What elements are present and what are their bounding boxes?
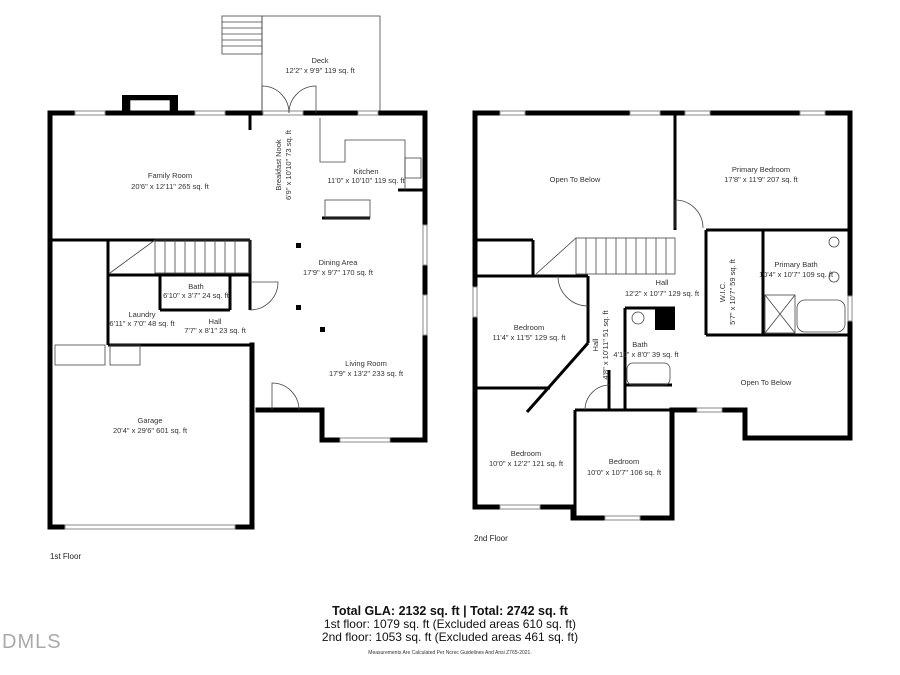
room-name: Laundry: [128, 310, 155, 319]
room-name: Primary Bedroom: [732, 165, 790, 174]
first-floor-area: 1st floor: 1079 sq. ft (Excluded areas 6…: [323, 617, 577, 631]
room-name: Living Room: [345, 359, 387, 368]
room-name: Dining Area: [319, 258, 359, 267]
room-name: Hall: [209, 317, 222, 326]
room-dimensions: 20'4" x 29'6" 601 sq. ft: [113, 426, 188, 435]
staircase: [535, 237, 676, 275]
floor-label: 1st Floor: [50, 552, 81, 561]
room-dimensions: 6'10" x 3'7" 24 sq. ft: [163, 291, 230, 300]
room-name: Primary Bath: [774, 260, 817, 269]
measurement-note: Measurements Are Calculated Per Ncrec Gu…: [368, 650, 532, 656]
room-name: Hall: [656, 278, 669, 287]
first-floor-plan: Deck 12'2" x 9'9" 119 sq. ft Family Room…: [47, 15, 428, 561]
second-floor-area: 2nd floor: 1053 sq. ft (Excluded areas 4…: [321, 630, 579, 644]
second-floor-plan: Open To Below Primary Bedroom 17'8" x 11…: [472, 110, 853, 543]
room-dimensions: 12'2" x 9'9" 119 sq. ft: [285, 66, 355, 75]
room-dimensions: 10'0" x 10'7" 106 sq. ft: [587, 468, 662, 477]
room-name: Family Room: [148, 171, 192, 180]
room-dimensions: 5'7" x 10'7" 59 sq. ft: [728, 258, 737, 325]
room-name: Kitchen: [353, 167, 378, 176]
floor-label: 2nd Floor: [474, 534, 508, 543]
room-dimensions: 20'6" x 12'11" 265 sq. ft: [131, 182, 210, 191]
deck-stairs: [221, 15, 263, 55]
room-dimensions: 6'9" x 10'10" 73 sq. ft: [284, 129, 293, 200]
room-name: Hall: [591, 338, 600, 351]
total-area: Total GLA: 2132 sq. ft | Total: 2742 sq.…: [332, 604, 568, 618]
room-name: Open To Below: [550, 175, 601, 184]
room-dimensions: 7'7" x 8'1" 23 sq. ft: [184, 326, 246, 335]
mls-logo: DMLS: [2, 631, 62, 653]
room-dimensions: 17'8" x 11'9" 207 sq. ft: [724, 175, 798, 184]
room-dimensions: 4'11" x 8'0" 39 sq. ft: [613, 350, 679, 359]
room-dimensions: 17'9" x 13'2" 233 sq. ft: [329, 369, 404, 378]
room-dimensions: 4'8" x 10'11" 51 sq. ft: [601, 309, 610, 379]
room-name: Bath: [188, 282, 203, 291]
room-dimensions: 17'9" x 9'7" 170 sq. ft: [303, 268, 374, 277]
room-name: Bedroom: [511, 449, 541, 458]
room-name: Bedroom: [609, 457, 639, 466]
room-name: Bedroom: [514, 323, 544, 332]
room-dimensions: 11'0" x 10'10" 119 sq. ft: [327, 176, 405, 185]
room-name: Bath: [632, 340, 647, 349]
room-dimensions: 10'4" x 10'7" 109 sq. ft: [759, 270, 834, 279]
room-name: Garage: [137, 416, 162, 425]
room-dimensions: 6'11" x 7'0" 48 sq. ft: [109, 319, 175, 328]
room-name: Open To Below: [741, 378, 792, 387]
room-name: W.I.C.: [718, 282, 727, 302]
room-name: Deck: [311, 56, 328, 65]
room-dimensions: 12'2" x 10'7" 129 sq. ft: [625, 289, 700, 298]
area-summary: Total GLA: 2132 sq. ft | Total: 2742 sq.…: [0, 604, 900, 656]
staircase: [109, 239, 251, 274]
room-dimensions: 11'4" x 11'5" 129 sq. ft: [493, 333, 567, 342]
room-name: Breakfast Nook: [274, 139, 283, 191]
room-dimensions: 10'0" x 12'2" 121 sq. ft: [489, 459, 564, 468]
